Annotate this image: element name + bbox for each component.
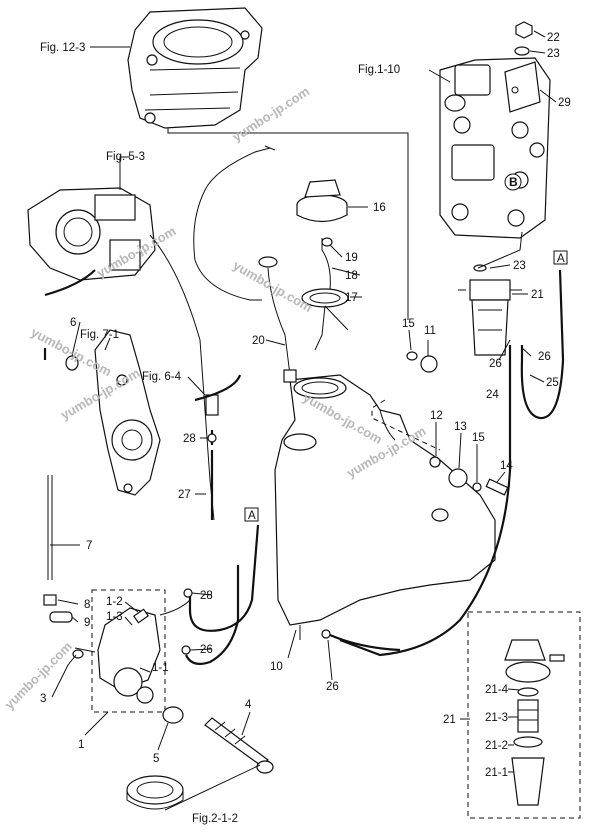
linkage-rod: [43, 348, 79, 623]
fig-ref-5-3: Fig. 5-3: [106, 151, 145, 163]
leader-lines: [50, 30, 557, 811]
part-label: 14: [500, 460, 513, 472]
part-label: 28: [200, 590, 213, 602]
part-numbers: 22 23 29 16 19 18 17 20 15 11 12 13 15 1…: [40, 32, 571, 779]
part-label: 11: [424, 325, 436, 337]
part-label: 6: [70, 317, 76, 329]
part-label: 16: [373, 202, 386, 214]
part-label: 19: [345, 252, 358, 264]
part-label: 21-1: [485, 767, 508, 779]
part-label: 3: [40, 693, 46, 705]
part-label: 9: [84, 617, 90, 629]
part-label: 10: [270, 661, 283, 673]
part-label: 1: [78, 739, 84, 751]
valve-mark: B: [509, 175, 518, 189]
part-label: 23: [513, 260, 526, 272]
fig-ref-2-1-2: Fig.2-1-2: [192, 813, 238, 825]
part-label: 17: [345, 292, 358, 304]
hose-24: [339, 345, 512, 657]
svg-text:A: A: [557, 253, 565, 265]
part-label: 1-3: [106, 611, 123, 623]
part-label: 26: [200, 644, 213, 656]
filter-detail: [467, 611, 581, 819]
part-label: 24: [486, 389, 499, 401]
part-label: 28: [183, 433, 196, 445]
fig-ref-7-1: Fig. 7-1: [80, 329, 119, 341]
part-label: 18: [345, 270, 358, 282]
fuel-pump-bracket: [94, 329, 161, 496]
wire-harness: [193, 147, 271, 301]
part-label: 12: [430, 410, 443, 422]
part-label: 26: [538, 351, 551, 363]
part-label: 25: [546, 377, 559, 389]
part-label: 20: [252, 335, 265, 347]
connection-mark-a-right: A: [553, 250, 568, 265]
part-label: 7: [86, 540, 92, 552]
svg-text:A: A: [248, 510, 256, 522]
part-label: 8: [84, 599, 90, 611]
part-label: 5: [153, 753, 159, 765]
part-label: 23: [547, 48, 560, 60]
part-label: 15: [402, 318, 415, 330]
carburetor-assembly: [27, 187, 215, 521]
part-label: 4: [245, 699, 252, 711]
hose-26-left: [185, 565, 240, 665]
bracket-assembly: [127, 7, 409, 320]
part-label: 21-2: [485, 740, 508, 752]
part-label: 27: [178, 489, 191, 501]
connection-mark-a-left: A: [244, 507, 259, 522]
hose-25: [520, 269, 565, 420]
watermark-text: yumbo-jp.com: [2, 639, 75, 712]
part-label: 1-1: [152, 662, 169, 674]
part-label: 21: [443, 714, 456, 726]
part-label: 29: [558, 97, 571, 109]
part-label: 21-3: [485, 712, 508, 724]
part-label: 21: [531, 289, 544, 301]
fuel-filter: [458, 231, 523, 356]
drive-shaft: [126, 706, 274, 810]
fuel-tank: [274, 374, 496, 640]
fig-ref-6-4: Fig. 6-4: [142, 371, 182, 383]
nut-washer-clip: [504, 21, 541, 113]
hose-28: [188, 524, 260, 632]
part-label: 26: [489, 358, 502, 370]
part-label: 21-4: [485, 684, 509, 696]
part-label: 22: [547, 32, 560, 44]
fig-ref-12-3: Fig. 12-3: [40, 42, 85, 54]
fuel-cap-assembly: [258, 179, 349, 383]
valve-parts: [371, 351, 509, 496]
part-label: 1-2: [106, 596, 123, 608]
fig-ref-1-10: Fig.1-10: [358, 64, 400, 76]
hose-26-tank: [329, 633, 401, 652]
part-label: 15: [472, 432, 485, 444]
part-label: 13: [454, 421, 467, 433]
part-label: 26: [326, 681, 339, 693]
